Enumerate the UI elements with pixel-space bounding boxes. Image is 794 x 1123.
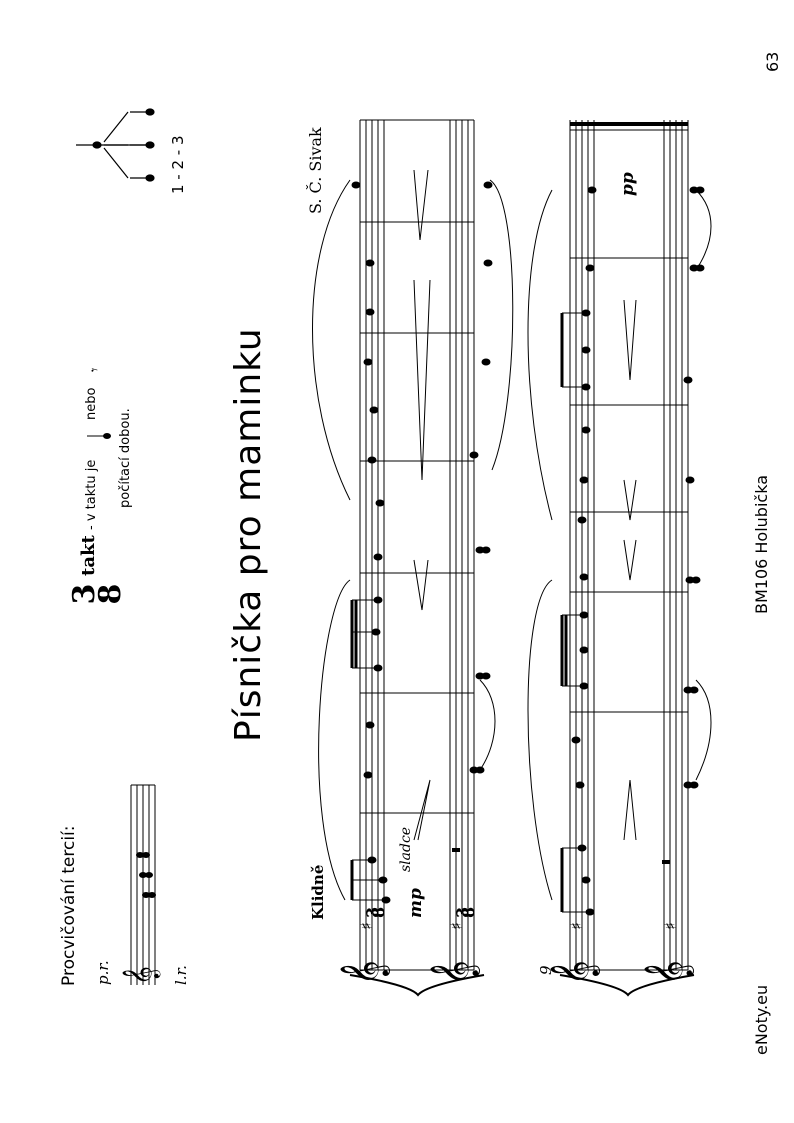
staff-system2-lower [663, 120, 689, 970]
practice-staff [130, 784, 156, 985]
svg-text:𝄞: 𝄞 [429, 960, 480, 985]
svg-text:𝄞: 𝄞 [121, 966, 160, 985]
svg-text:♯: ♯ [567, 922, 586, 930]
staff-system1-upper [359, 120, 385, 970]
svg-text:3: 3 [453, 907, 472, 918]
svg-text:𝄾: 𝄾 [85, 368, 104, 372]
beat-tree-diagram [76, 108, 155, 182]
svg-text:𝄞: 𝄞 [643, 960, 694, 985]
staff-system1-lower [449, 120, 475, 970]
svg-text:3: 3 [363, 907, 382, 918]
svg-text:𝄞: 𝄞 [339, 960, 390, 985]
svg-text:♯: ♯ [661, 922, 680, 930]
staff-system2-upper [569, 120, 595, 970]
barlines-system2 [570, 122, 688, 971]
svg-text:♯: ♯ [447, 922, 466, 930]
svg-text:♯: ♯ [357, 922, 376, 930]
svg-text:𝄞: 𝄞 [549, 960, 600, 985]
barlines-system1 [360, 119, 474, 971]
svg-text:8: 8 [369, 907, 388, 918]
svg-text:8: 8 [459, 907, 478, 918]
